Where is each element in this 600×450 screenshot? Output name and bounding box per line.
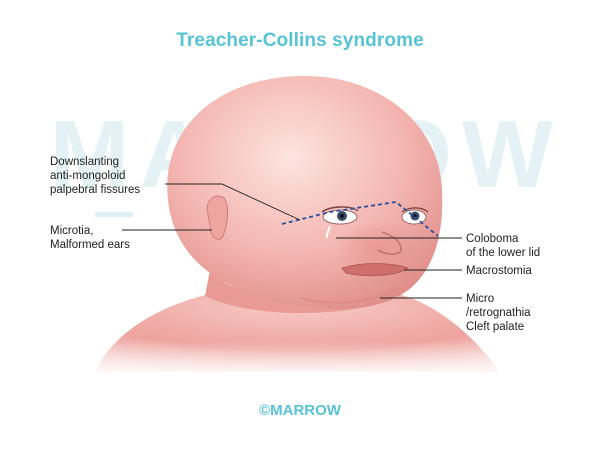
mouth: [341, 263, 409, 277]
palpebral-slant-line: [281, 201, 439, 237]
label-micrognathia: Micro /retrognathia Cleft palate: [466, 293, 531, 333]
label-macrostomia: Macrostomia: [466, 265, 532, 277]
watermark-underline: [95, 212, 133, 217]
nose: [377, 231, 402, 255]
label-coloboma: Coloboma of the lower lid: [466, 233, 541, 259]
copyright-footer: ©MARROW: [259, 402, 341, 419]
label-downslanting-fissures: Downslanting anti-mongoloid palpebral fi…: [50, 156, 141, 196]
leader-line-downslanting: [165, 183, 301, 221]
malformed-ear: [206, 195, 228, 240]
infant-head: [167, 75, 443, 310]
label-microtia: Microtia, Malformed ears: [50, 225, 130, 251]
diagram-title: Treacher-Collins syndrome: [176, 30, 424, 51]
